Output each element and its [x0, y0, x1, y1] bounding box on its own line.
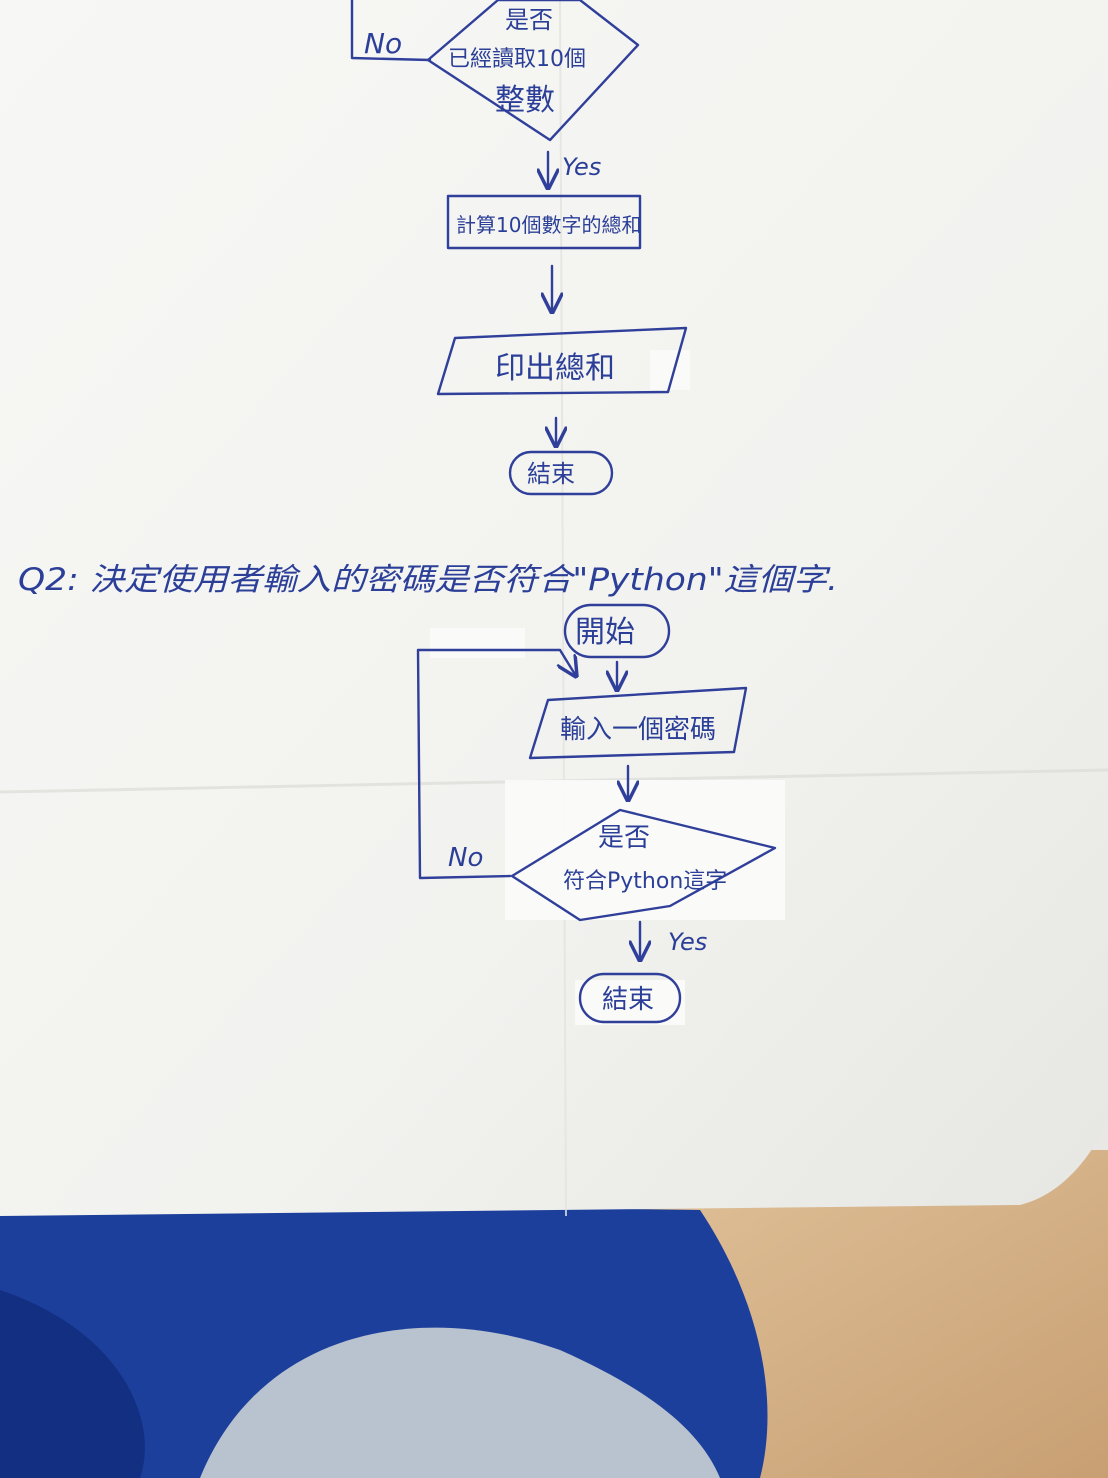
- process-label: 計算10個數字的總和: [456, 213, 641, 237]
- decision-2-line1: 是否: [598, 823, 650, 853]
- decision-1-line2: 已經讀取10個: [448, 47, 586, 72]
- no-loop-line-2: [416, 648, 576, 880]
- input-label: 輸入一個密碼: [560, 715, 716, 745]
- decision-1-line3: 整數: [495, 83, 555, 118]
- decision-diamond-1: [426, 0, 640, 142]
- end-label-1: 結束: [527, 460, 575, 488]
- decision-2-line2: 符合Python這字: [563, 869, 727, 894]
- start-terminator: [563, 603, 671, 659]
- end-terminator-1: [508, 450, 614, 496]
- end-label-2: 結束: [602, 985, 654, 1015]
- output-label: 印出總和: [495, 351, 615, 386]
- input-parallelogram: [528, 686, 748, 760]
- decision-1-line1: 是否: [505, 6, 553, 34]
- decision-diamond-2: [510, 808, 777, 922]
- paper-sheet: [0, 0, 1108, 1216]
- no-label-1: No: [364, 27, 402, 60]
- no-loop-line-1: [350, 0, 432, 62]
- no-label-2: No: [448, 843, 483, 873]
- tape-pieces: [430, 350, 785, 1025]
- jacket-shadow: [0, 1290, 145, 1478]
- paper-crease: [559, 0, 567, 1217]
- yes-label-2: Yes: [668, 928, 707, 956]
- yes-label-1: Yes: [562, 153, 601, 181]
- flowchart-2: 開始 輸入一個密碼 是否 符合Python這字 No Yes 結束: [416, 603, 777, 1024]
- process-box: [446, 194, 642, 250]
- question-2-text: Q2: 決定使用者輸入的密碼是否符合"Python"這個字.: [18, 562, 838, 598]
- flowchart-1: No 是否 已經讀取10個 整數 Yes 計算10個數字的總和 印出總和 結束: [350, 0, 688, 496]
- output-parallelogram: [436, 326, 688, 396]
- start-label: 開始: [575, 615, 635, 650]
- jacket-lining: [200, 1327, 720, 1478]
- end-terminator-2: [578, 972, 682, 1024]
